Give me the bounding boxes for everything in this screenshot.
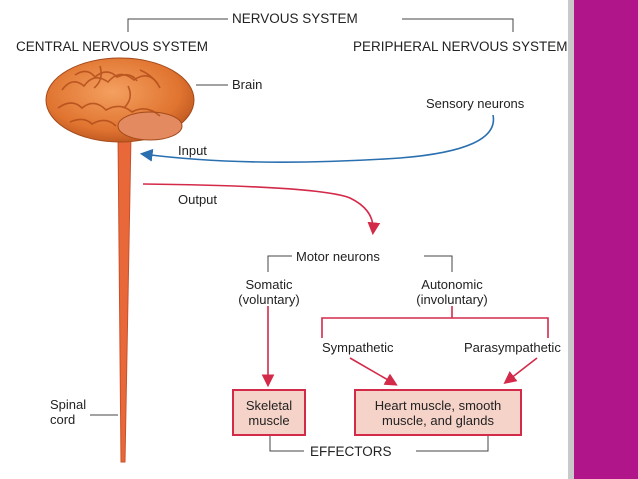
title-nervous-system: NERVOUS SYSTEM: [232, 11, 358, 26]
brain-label: Brain: [232, 77, 263, 92]
autonomic-bracket: [321, 306, 549, 338]
autonomic-label: Autonomic (involuntary): [416, 277, 488, 307]
skeletal-muscle-box: Skeletal muscle: [232, 389, 306, 436]
parasympathetic-arrow: [503, 357, 538, 384]
accent-bar-edge: [568, 0, 574, 479]
brain-illustration: [45, 57, 195, 143]
output-arrow: [142, 183, 381, 236]
top-bracket: [127, 18, 514, 32]
cns-label: CENTRAL NERVOUS SYSTEM: [16, 39, 209, 54]
spinal-cord-label: Spinal cord: [50, 397, 87, 427]
spinal-cord: [117, 134, 132, 463]
effectors-bracket: [269, 436, 489, 452]
parasympathetic-label: Parasympathetic: [464, 340, 561, 355]
heart-muscle-box: Heart muscle, smooth muscle, and glands: [354, 389, 522, 436]
input-arrow: [139, 114, 495, 163]
output-label: Output: [178, 192, 218, 207]
sensory-neurons-label: Sensory neurons: [426, 96, 525, 111]
motor-neurons-label: Motor neurons: [296, 249, 380, 264]
effectors-label: EFFECTORS: [310, 444, 392, 459]
sympathetic-label: Sympathetic: [322, 340, 394, 355]
somatic-label: Somatic (voluntary): [238, 277, 300, 307]
input-label: Input: [178, 143, 207, 158]
sympathetic-arrow: [349, 357, 398, 386]
accent-bar: [568, 0, 638, 479]
pns-label: PERIPHERAL NERVOUS SYSTEM: [353, 39, 568, 54]
motor-neurons-bracket: [267, 255, 453, 272]
